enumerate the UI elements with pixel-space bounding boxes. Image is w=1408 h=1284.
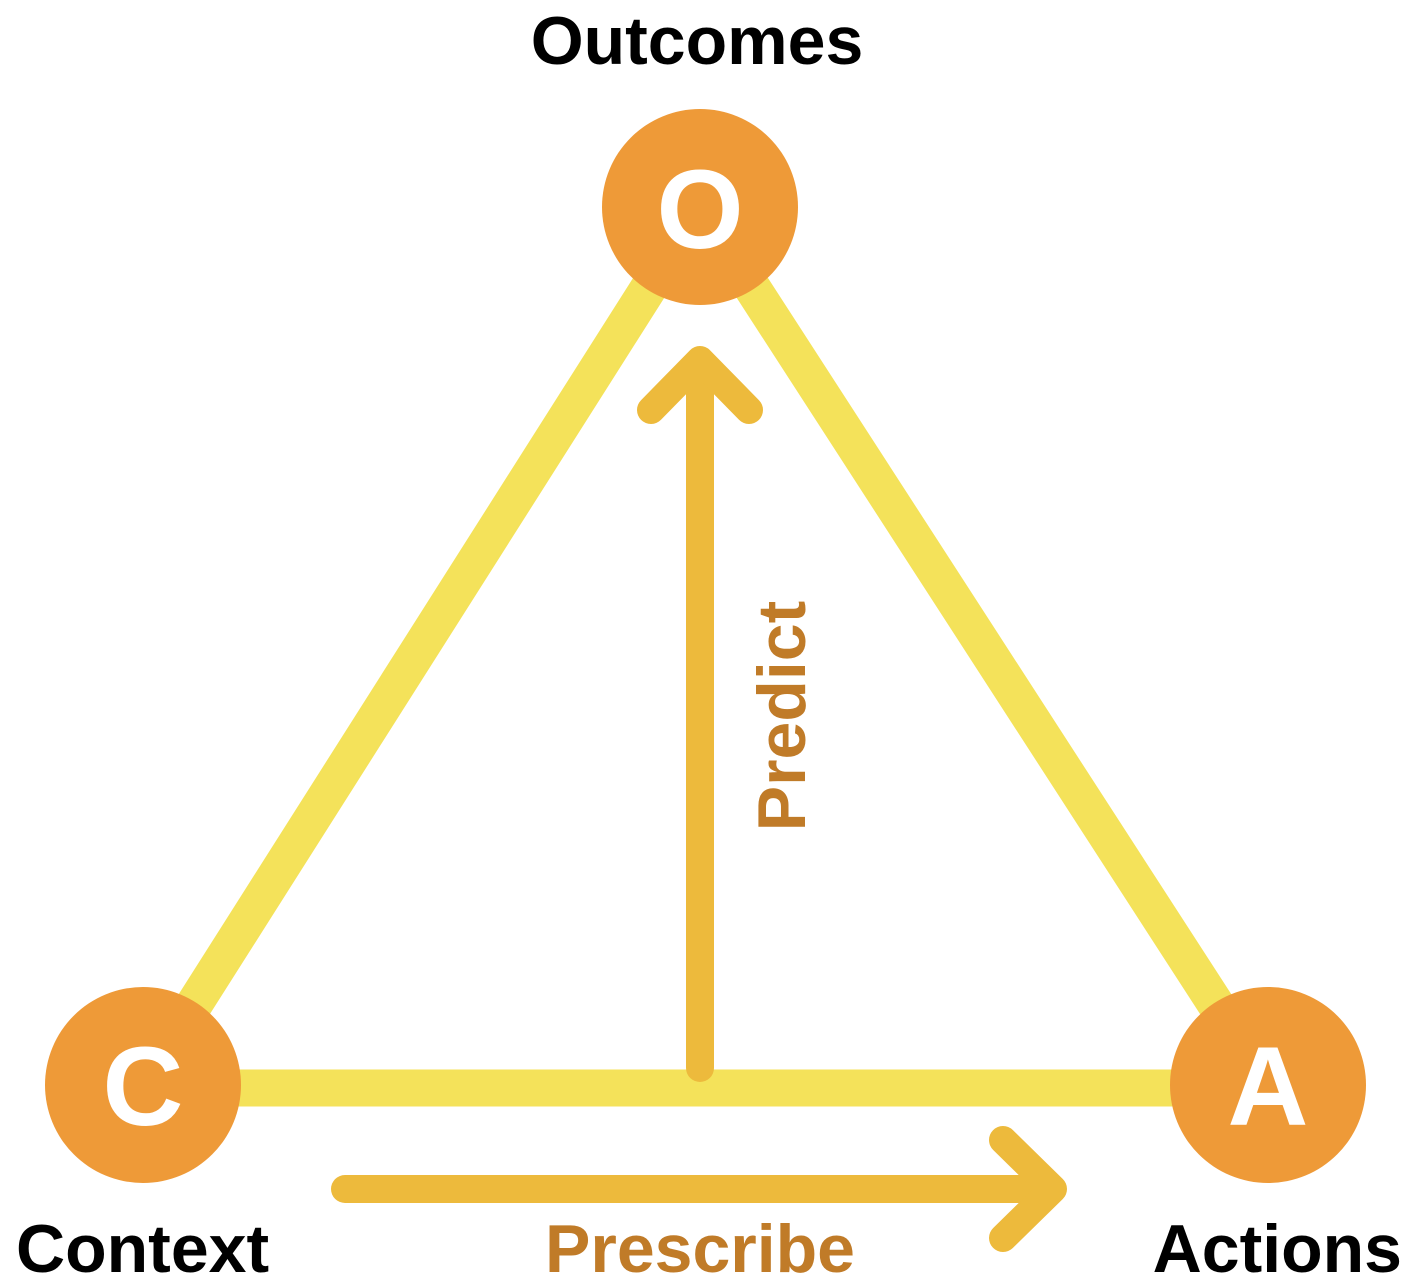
prescribe-label: Prescribe (545, 1211, 855, 1284)
node-context-letter: C (103, 1024, 184, 1149)
actions-title: Actions (1153, 1211, 1402, 1284)
triangle-edges (124, 188, 1287, 1107)
outcomes-title: Outcomes (531, 3, 864, 79)
node-context: C (45, 987, 241, 1183)
predict-arrow (637, 346, 763, 1082)
node-outcomes-circle (602, 109, 798, 305)
node-outcomes: O (602, 109, 798, 305)
node-actions-letter: A (1228, 1024, 1309, 1149)
edge-outcomes-actions (681, 188, 1287, 1104)
context-title: Context (16, 1211, 269, 1284)
node-outcomes-letter: O (656, 147, 743, 272)
prescribe-arrow (331, 1126, 1067, 1252)
node-context-circle (45, 987, 241, 1183)
predict-label: Predict (744, 601, 820, 832)
edge-context-outcomes (124, 188, 719, 1104)
predict-arrow-head (637, 346, 763, 424)
prescribe-arrow-head (989, 1126, 1067, 1252)
node-actions: A (1170, 987, 1366, 1183)
node-actions-circle (1170, 987, 1366, 1183)
